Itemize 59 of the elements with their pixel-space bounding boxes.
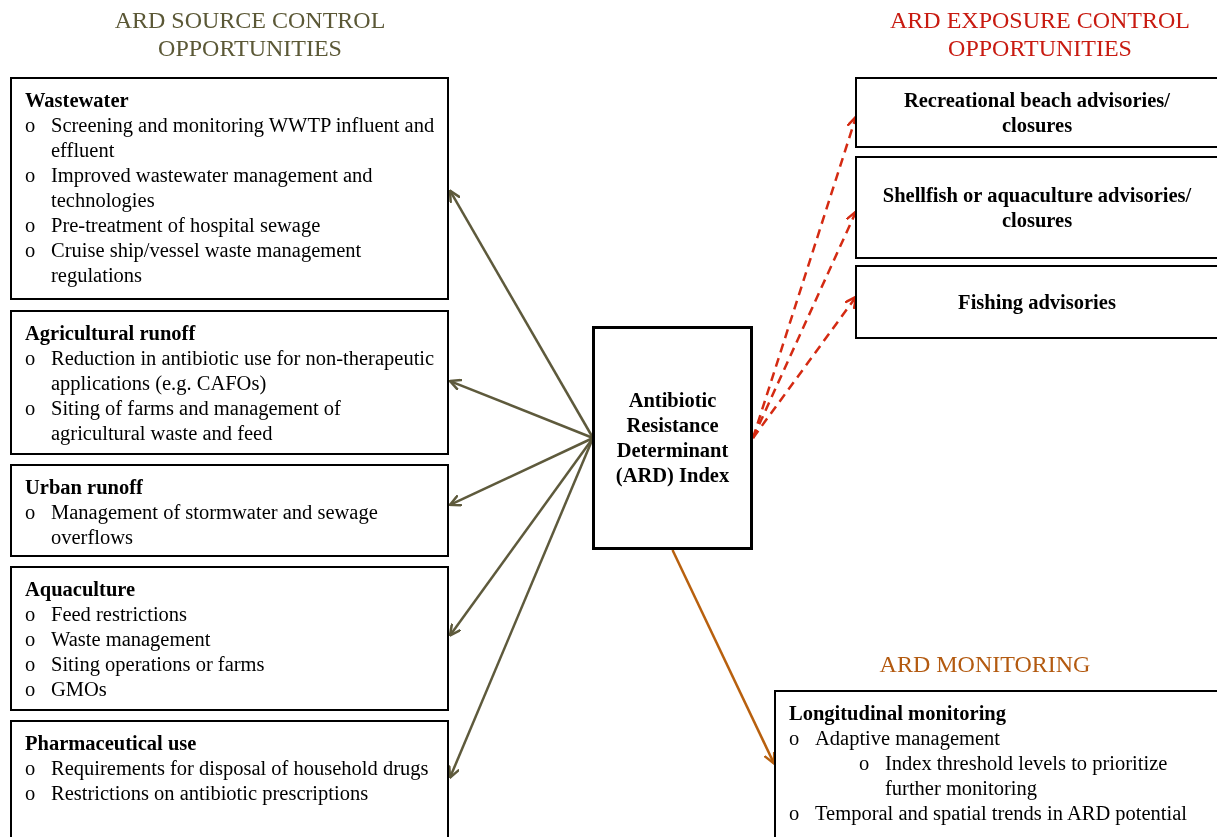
category-box [10, 310, 449, 455]
box-heading: Urban runoff [25, 475, 144, 500]
index-box [592, 326, 753, 550]
bullet-item: Cruise ship/vessel waste management regulations [51, 238, 363, 288]
box-heading: Agricultural runoff [25, 321, 197, 346]
monitoring-box [774, 690, 1217, 837]
category-box [10, 464, 449, 557]
arrow [671, 549, 776, 765]
bullet-marker: o [25, 113, 37, 138]
bullet-item: GMOs [51, 677, 108, 702]
bullet-item: Siting of farms and management of agricultural waste and feed [51, 396, 342, 446]
section-heading: ARD EXPOSURE CONTROL OPPORTUNITIES [889, 6, 1191, 62]
bullet-marker: o [25, 781, 37, 806]
box-heading: Pharmaceutical use [25, 731, 198, 756]
bullet-marker: o [789, 801, 801, 826]
arrow [448, 436, 594, 507]
bullet-item: Temporal and spatial trends in ARD potential [815, 801, 1189, 826]
bullet-marker: o [25, 756, 37, 781]
bullet-item: Waste management [51, 627, 212, 652]
bullet-item: Restrictions on antibiotic prescriptions [51, 781, 370, 806]
bullet-marker: o [25, 500, 37, 525]
bullet-marker: o [25, 602, 37, 627]
box-title: Recreational beach advisories/ closures [903, 87, 1171, 138]
advisory-box [855, 265, 1217, 339]
bullet-marker: o [25, 677, 37, 702]
bullet-item: Feed restrictions [51, 602, 189, 627]
box-title: Shellfish or aquaculture advisories/ closures [881, 182, 1193, 233]
category-box [10, 720, 449, 837]
bullet-marker: o [859, 751, 871, 776]
bullet-marker: o [25, 627, 37, 652]
bullet-marker: o [25, 652, 37, 677]
bullet-marker: o [25, 213, 37, 238]
category-box [10, 566, 449, 711]
bullet-item: Pre-treatment of hospital sewage [51, 213, 322, 238]
box-heading: Longitudinal monitoring [789, 701, 1007, 726]
bullet-marker: o [789, 726, 801, 751]
bullet-item: Improved wastewater management and technologies [51, 163, 374, 213]
category-box [10, 77, 449, 300]
bullet-item: Management of stormwater and sewage overflows [51, 500, 379, 550]
bullet-marker: o [25, 163, 37, 188]
bullet-item: Screening and monitoring WWTP influent and effluent [51, 113, 436, 163]
bullet-item: Requirements for disposal of household drugs [51, 756, 430, 781]
section-heading: ARD MONITORING [878, 650, 1092, 678]
section-heading: ARD SOURCE CONTROL OPPORTUNITIES [113, 6, 387, 62]
arrow [448, 378, 594, 440]
box-title: Fishing advisories [958, 289, 1116, 315]
box-heading: Aquaculture [25, 577, 137, 602]
bullet-item: Index threshold levels to prioritize further monitoring [885, 751, 1169, 801]
bullet-item: Adaptive management [815, 726, 1001, 751]
advisory-box [855, 156, 1217, 259]
arrow [448, 437, 594, 637]
bullet-marker: o [25, 396, 37, 421]
box-title: Antibiotic Resistance Determinant (ARD) Index [614, 388, 731, 488]
bullet-item: Reduction in antibiotic use for non-therapeutic applications (e.g. CAFOs) [51, 346, 436, 396]
bullet-marker: o [25, 238, 37, 263]
box-heading: Wastewater [25, 88, 130, 113]
advisory-box [855, 77, 1217, 148]
bullet-item: Siting operations or farms [51, 652, 266, 677]
bullet-marker: o [25, 346, 37, 371]
